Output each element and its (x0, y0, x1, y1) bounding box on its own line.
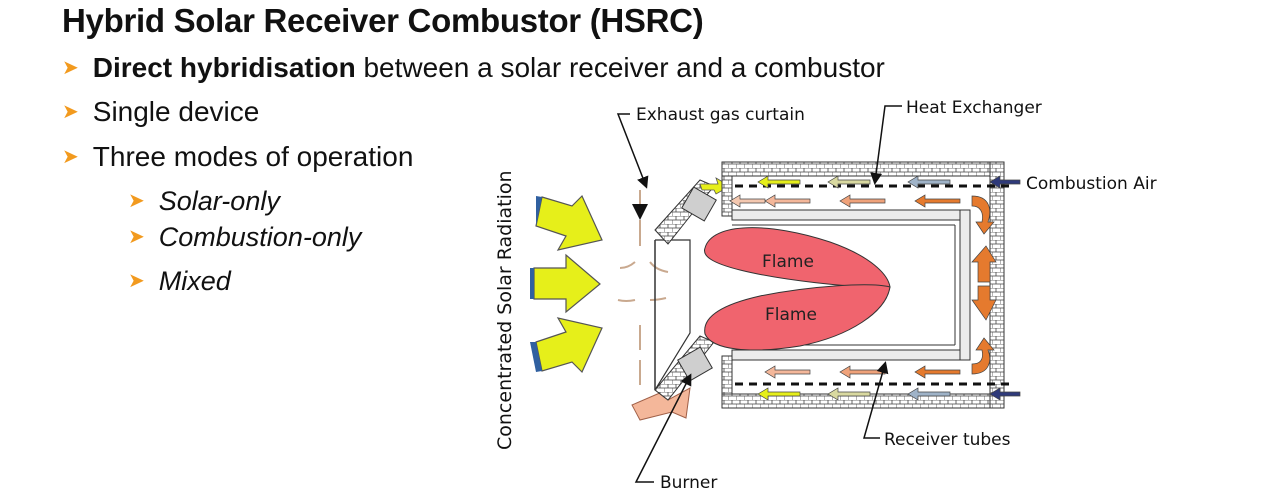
arrow-bullet-icon: ➤ (62, 101, 79, 123)
exhaust-curtain-flow (617, 190, 669, 385)
side-label: Concentrated Solar Radiation (494, 170, 516, 450)
arrow-bullet-icon: ➤ (128, 270, 145, 292)
sub-bullet-item: ➤ Mixed (128, 266, 231, 297)
arrow-bullet-icon: ➤ (62, 57, 79, 79)
page-title: Hybrid Solar Receiver Combustor (HSRC) (62, 2, 704, 39)
sub-bullet-text: Solar-only (158, 186, 280, 216)
bullet-text: Three modes of operation (92, 141, 414, 172)
sub-bullet-item: ➤ Solar-only (128, 186, 280, 217)
sub-bullet-text: Combustion-only (158, 222, 362, 252)
airflow-arrows (729, 175, 1021, 401)
bullet-text: Single device (92, 96, 260, 127)
hot-flow-arrow-icon (971, 337, 995, 375)
bullet-bold-text: Direct hybridisation (92, 52, 356, 83)
solar-arrow-icon (535, 194, 603, 251)
sub-bullet-item: ➤ Combustion-only (128, 222, 361, 253)
flames: Flame Flame (704, 227, 891, 351)
hot-flow-arrow-icon (971, 195, 995, 235)
label-combustion-air: Combustion Air (1026, 174, 1157, 194)
solar-arrows (530, 194, 603, 374)
receiver-tubes (731, 209, 971, 361)
flame-label-top: Flame (762, 252, 814, 272)
bullet-text: between a solar receiver and a combustor (355, 52, 885, 83)
label-heat-exchanger: Heat Exchanger (906, 98, 1042, 118)
label-receiver-tubes: Receiver tubes (884, 430, 1011, 450)
flame-label-bottom: Flame (765, 305, 817, 325)
solar-arrow-icon (535, 317, 603, 374)
solar-arrow-icon (533, 253, 601, 314)
label-burner: Burner (660, 473, 717, 493)
diagram-labels: Exhaust gas curtain Heat Exchanger Combu… (616, 98, 1157, 493)
sub-bullet-text: Mixed (158, 266, 231, 296)
flame-bottom (704, 284, 891, 351)
bullet-item: ➤ Single device (62, 96, 259, 128)
arrow-bullet-icon: ➤ (128, 226, 145, 248)
combustor-casing (721, 161, 1005, 409)
hot-flow-arrow-icon (971, 285, 997, 321)
burner-bottom (654, 335, 715, 401)
arrow-bullet-icon: ➤ (128, 190, 145, 212)
arrow-bullet-icon: ➤ (62, 146, 79, 168)
label-exhaust-gas-curtain: Exhaust gas curtain (636, 105, 805, 125)
bullet-item: ➤ Three modes of operation (62, 141, 413, 173)
bullet-item: ➤ Direct hybridisation between a solar re… (62, 52, 885, 84)
hot-flow-arrow-icon (971, 245, 997, 283)
